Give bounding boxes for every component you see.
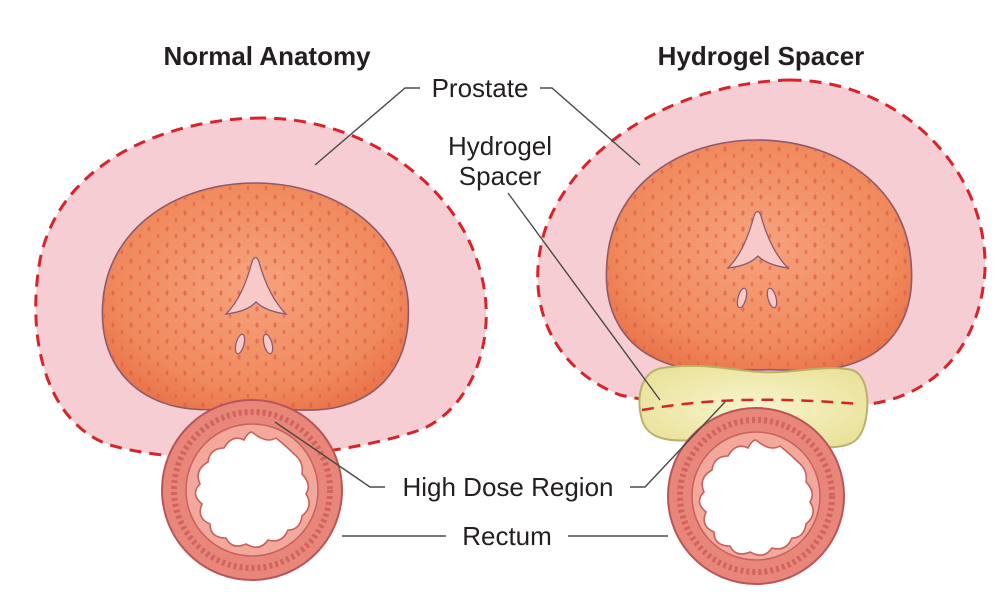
label-high-dose-region: High Dose Region [402,472,613,502]
normal-anatomy-panel [34,116,488,581]
prostate-right [605,139,913,372]
label-prostate: Prostate [432,73,529,103]
label-rectum: Rectum [462,521,552,551]
prostate-left [101,182,410,411]
rectum-left [161,399,343,581]
label-hydrogel-line2: Spacer [459,161,542,191]
urethra-left [224,256,288,315]
title-hydrogel-spacer: Hydrogel Spacer [658,41,865,71]
title-normal-anatomy: Normal Anatomy [163,41,371,71]
hydrogel-spacer-panel [536,78,987,585]
rectum-right [667,407,845,585]
leader-lines [274,87,726,537]
urethra-right [726,210,790,269]
label-hydrogel-line1: Hydrogel [448,131,552,161]
